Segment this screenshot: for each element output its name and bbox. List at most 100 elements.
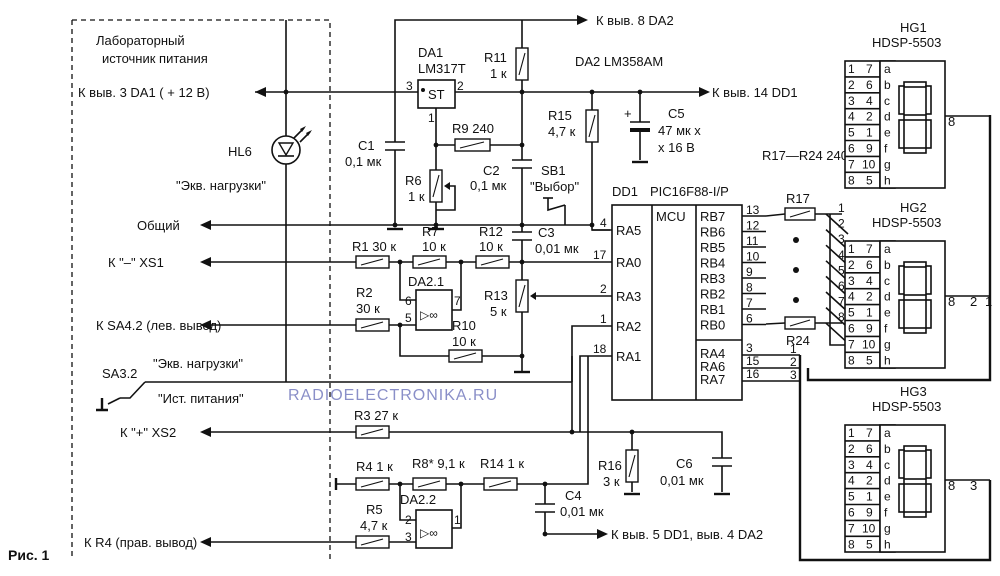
hg2-part: HDSP-5503 xyxy=(872,215,941,230)
hg3-row-4: 4 xyxy=(848,474,855,488)
dd1-pinnum-ra3: 2 xyxy=(600,282,607,296)
bus-label-7: 7 xyxy=(838,295,845,309)
da2-1-p6: 6 xyxy=(405,294,412,308)
r6-ref: R6 xyxy=(405,173,422,188)
hg2-pin-8: 5 xyxy=(866,353,873,367)
hg1-row-7: 7 xyxy=(848,157,855,171)
da1-part: LM317T xyxy=(418,61,466,76)
hg3-row-8: 8 xyxy=(848,537,855,551)
dd1-pin-rb1: RB1 xyxy=(700,302,725,317)
dd1-pin-rb3: RB3 xyxy=(700,271,725,286)
r2-ref: R2 xyxy=(356,285,373,300)
hg1-segment xyxy=(898,85,905,115)
hg3-segment xyxy=(903,445,927,452)
hg3-pin-2: 6 xyxy=(866,442,873,456)
dd1-pin-rb5: RB5 xyxy=(700,240,725,255)
hg1-row-5: 5 xyxy=(848,126,855,140)
r15-ref: R15 xyxy=(548,108,572,123)
rail-12v xyxy=(255,87,710,97)
da1-pin3: 3 xyxy=(406,79,413,93)
label-xs1: К "–" XS1 xyxy=(108,255,164,270)
r17-ref: R17 xyxy=(786,191,810,206)
r17-24-label: R17—R24 240 xyxy=(762,148,848,163)
dd1-pin-ra2: RA2 xyxy=(616,319,641,334)
dd1-pinnum-ra5: 4 xyxy=(600,216,607,230)
da1-ref: DA1 xyxy=(418,45,443,60)
bus-label-3: 3 xyxy=(838,232,845,246)
label-r4: К R4 (прав. вывод) xyxy=(84,535,197,550)
hg2-seg-e: e xyxy=(884,306,891,320)
dd1-pinnum-rb6: 12 xyxy=(746,219,760,233)
bus-label-5: 5 xyxy=(838,263,845,277)
lab-supply-title-1: Лабораторный xyxy=(96,33,185,48)
dd1-pin-ra3: RA3 xyxy=(616,289,641,304)
r11-val: 1 к xyxy=(490,66,507,81)
dd1-pin-rb0: RB0 xyxy=(700,318,725,333)
dd1-pinnum-ra1: 18 xyxy=(593,342,607,356)
sa3-pos1: "Экв. нагрузки" xyxy=(153,356,243,371)
opamp-da2-2: ▷∞ xyxy=(415,509,453,549)
led-hl6 xyxy=(271,126,312,165)
dd1-pinnum-ra4: 3 xyxy=(746,341,753,355)
hg2-seg-a: a xyxy=(884,242,891,256)
hg1-pin-7: 10 xyxy=(862,157,876,171)
hg2-pin-1: 7 xyxy=(866,242,873,256)
hg2-segment xyxy=(925,299,932,329)
hg2-bus-right: 1 xyxy=(985,294,992,309)
da2-1-ref: DA2.1 xyxy=(408,274,444,289)
sa3-ref: SA3.2 xyxy=(102,366,137,381)
hg2-row-7: 7 xyxy=(848,337,855,351)
r3-label: R3 27 к xyxy=(354,408,398,423)
ra-common-wire xyxy=(798,355,992,562)
c2-val: 0,1 мк xyxy=(470,178,507,193)
da2-2-ref: DA2.2 xyxy=(400,492,436,507)
hg2-pin-3: 4 xyxy=(866,274,873,288)
hg1-ref: HG1 xyxy=(900,20,927,35)
label-sa42: К SA4.2 (лев. вывод) xyxy=(96,318,221,333)
bus-label-8: 8 xyxy=(838,310,845,324)
ra-hg1-wire xyxy=(806,115,992,382)
hg3-pin-1: 7 xyxy=(866,426,873,440)
hg2-pin-4: 2 xyxy=(866,290,873,304)
r10-val: 10 к xyxy=(452,334,476,349)
dd1-pinnum-ra0: 17 xyxy=(593,248,607,262)
r13-ref: R13 xyxy=(484,288,508,303)
hg3-seg-h: h xyxy=(884,537,891,551)
hg3-row-7: 7 xyxy=(848,521,855,535)
r5-ref: R5 xyxy=(366,502,383,517)
hg1-segment xyxy=(903,114,927,121)
r15-val: 4,7 к xyxy=(548,124,576,139)
hg3-pin-7: 10 xyxy=(862,521,876,535)
hg2-seg-f: f xyxy=(884,322,888,336)
c6-val: 0,01 мк xyxy=(660,473,704,488)
hg1-part: HDSP-5503 xyxy=(872,35,941,50)
bus-label-1: 1 xyxy=(838,201,845,215)
c4-val: 0,01 мк xyxy=(560,504,604,519)
wire-r17 xyxy=(765,213,842,217)
hg3-bus: 3 xyxy=(970,478,977,493)
hg1-pin-5: 1 xyxy=(866,126,873,140)
ra-bus-1: 1 xyxy=(790,342,797,356)
bus-label-4: 4 xyxy=(838,248,845,262)
hg2-segment xyxy=(898,299,905,329)
da2-2-p3: 3 xyxy=(405,530,412,544)
sa3-pos2: "Ист. питания" xyxy=(158,391,244,406)
hg2-row-1: 1 xyxy=(848,242,855,256)
ra-bus-3: 3 xyxy=(790,368,797,382)
hg1-row-1: 1 xyxy=(848,62,855,76)
label-da1-pin3: К выв. 3 DA1 ( + 12 В) xyxy=(78,85,210,100)
r14-label: R14 1 к xyxy=(480,456,524,471)
dd1-pin-rb4: RB4 xyxy=(700,256,725,271)
label-dd1-pin14: К выв. 14 DD1 xyxy=(712,85,798,100)
r10-ref: R10 xyxy=(452,318,476,333)
hg3-pin-6: 9 xyxy=(866,506,873,520)
hg1-pin-1: 7 xyxy=(866,62,873,76)
dd1-pin-ra4: RA4 xyxy=(700,346,725,361)
hl6-ref: HL6 xyxy=(228,144,252,159)
hg2-seg-b: b xyxy=(884,258,891,272)
dd1-pin-ra6: RA6 xyxy=(700,359,725,374)
hg1-pin-6: 9 xyxy=(866,142,873,156)
hg1-seg-c: c xyxy=(884,94,890,108)
dd1-pinnum-rb3: 9 xyxy=(746,265,753,279)
